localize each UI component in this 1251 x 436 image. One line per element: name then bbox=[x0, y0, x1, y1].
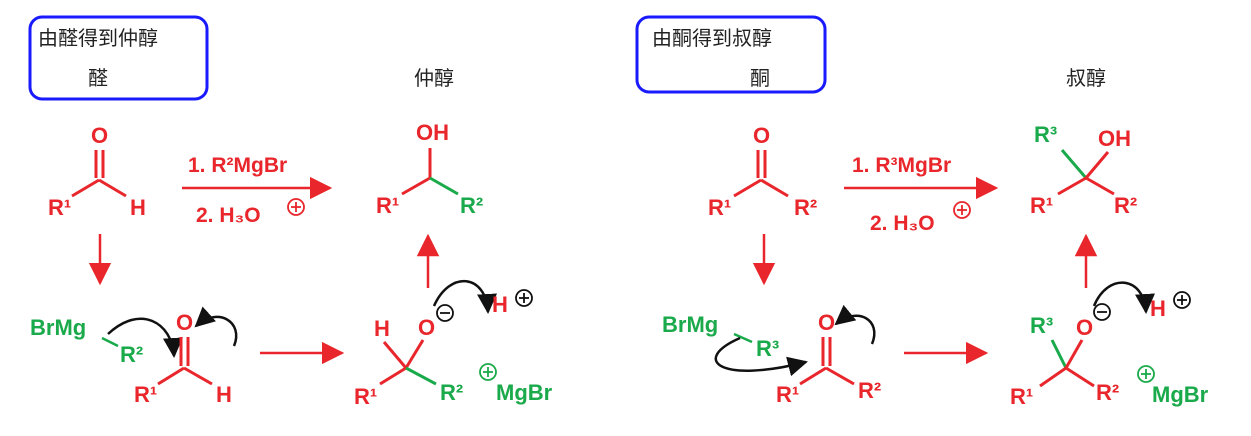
alkoxide-r2-right: R² bbox=[1096, 380, 1119, 405]
left-title-box bbox=[28, 15, 209, 101]
grignard-bromomagnesium: BrMg bbox=[30, 315, 86, 340]
curved-arrow-pi-bond bbox=[194, 306, 238, 347]
curved-arrow-protonation bbox=[432, 279, 498, 314]
left-product-label: 仲醇 bbox=[414, 66, 454, 90]
aldehyde-h: H bbox=[130, 195, 146, 220]
alkoxide-o: O bbox=[418, 315, 435, 340]
int-aldehyde-o: O bbox=[176, 310, 193, 335]
aldehyde-structure: O R¹ H bbox=[48, 123, 146, 220]
ketone-r1: R¹ bbox=[708, 195, 731, 220]
alkoxide-mgbr-right: MgBr bbox=[1152, 382, 1209, 407]
right-reagent-2: 2. H₃O bbox=[870, 212, 935, 235]
right-reactant-label: 酮 bbox=[750, 66, 770, 90]
left-reagent-2: 2. H₃O bbox=[196, 204, 261, 227]
proton-right: H bbox=[1150, 296, 1166, 321]
right-product-label: 叔醇 bbox=[1066, 66, 1106, 90]
plus-charge-icon bbox=[287, 198, 305, 216]
left-title: 由醛得到仲醇 bbox=[38, 26, 158, 50]
right-panel: 由酮得到叔醇 酮 叔醇 O R¹ R² 1. R³MgBr 2. H₃O R³ … bbox=[635, 15, 1209, 409]
tertiary-alcohol: R³ OH R¹ R² bbox=[1030, 122, 1137, 218]
left-panel: 由醛得到仲醇 醛 仲醇 O R¹ H 1. R²MgBr 2. H₃O OH R… bbox=[28, 15, 553, 409]
product-r1-right: R¹ bbox=[1030, 193, 1053, 218]
ketone-structure: O R¹ R² bbox=[708, 123, 817, 220]
int-aldehyde-h: H bbox=[216, 382, 232, 407]
plus-charge-icon bbox=[1137, 365, 1155, 383]
ketone-r2: R² bbox=[794, 195, 817, 220]
intermediate-aldehyde: O R¹ H bbox=[134, 310, 232, 407]
aldehyde-r1: R¹ bbox=[48, 195, 71, 220]
product-r2: R² bbox=[460, 193, 483, 218]
product-r2-right: R² bbox=[1114, 193, 1137, 218]
alkoxide-r2: R² bbox=[440, 380, 463, 405]
alkoxide-r1-right: R¹ bbox=[1010, 384, 1033, 409]
minus-charge-icon bbox=[436, 304, 454, 322]
grignard-r3: R³ bbox=[756, 336, 779, 361]
proton: H bbox=[492, 292, 508, 317]
int-ketone-r2: R² bbox=[858, 378, 881, 403]
left-reagent-1: 1. R²MgBr bbox=[188, 154, 287, 177]
minus-charge-icon bbox=[1093, 303, 1111, 321]
int-ketone-o: O bbox=[818, 310, 835, 335]
ketone-o: O bbox=[753, 123, 770, 148]
product-r1: R¹ bbox=[376, 193, 399, 218]
curved-arrow-pi-bond-right bbox=[834, 304, 876, 345]
curved-arrow-attack bbox=[107, 317, 183, 358]
int-aldehyde-r1: R¹ bbox=[134, 382, 157, 407]
product-oh-right: OH bbox=[1098, 126, 1131, 151]
alkoxide-mgbr: MgBr bbox=[496, 380, 553, 405]
secondary-alcohol: OH R¹ R² bbox=[376, 120, 483, 218]
grignard-r2: R² bbox=[120, 342, 143, 367]
plus-charge-icon bbox=[515, 289, 533, 307]
grignard-bromomagnesium-right: BrMg bbox=[662, 312, 718, 337]
plus-charge-icon bbox=[479, 363, 497, 381]
product-oh: OH bbox=[416, 120, 449, 145]
plus-charge-icon bbox=[1173, 291, 1191, 309]
alkoxide-r1: R¹ bbox=[354, 384, 377, 409]
curved-arrow-attack-right bbox=[714, 336, 808, 377]
curved-arrow-protonation-right bbox=[1092, 281, 1155, 314]
left-reactant-label: 醛 bbox=[88, 66, 108, 90]
tertiary-alkoxide: R³ O R¹ R² MgBr bbox=[1010, 303, 1209, 409]
intermediate-ketone: O R¹ R² bbox=[776, 310, 881, 407]
right-title: 由酮得到叔醇 bbox=[652, 26, 772, 50]
product-r3: R³ bbox=[1034, 122, 1057, 147]
alkoxide-o-right: O bbox=[1076, 315, 1093, 340]
right-reagent-1: 1. R³MgBr bbox=[852, 154, 951, 177]
alkoxide-r3: R³ bbox=[1030, 313, 1053, 338]
aldehyde-o: O bbox=[91, 123, 108, 148]
int-ketone-r1: R¹ bbox=[776, 382, 799, 407]
alkoxide-h: H bbox=[374, 316, 390, 341]
alkoxide-intermediate: H O R¹ R² MgBr bbox=[354, 304, 553, 409]
right-title-box bbox=[635, 15, 827, 94]
plus-charge-icon bbox=[953, 201, 971, 219]
